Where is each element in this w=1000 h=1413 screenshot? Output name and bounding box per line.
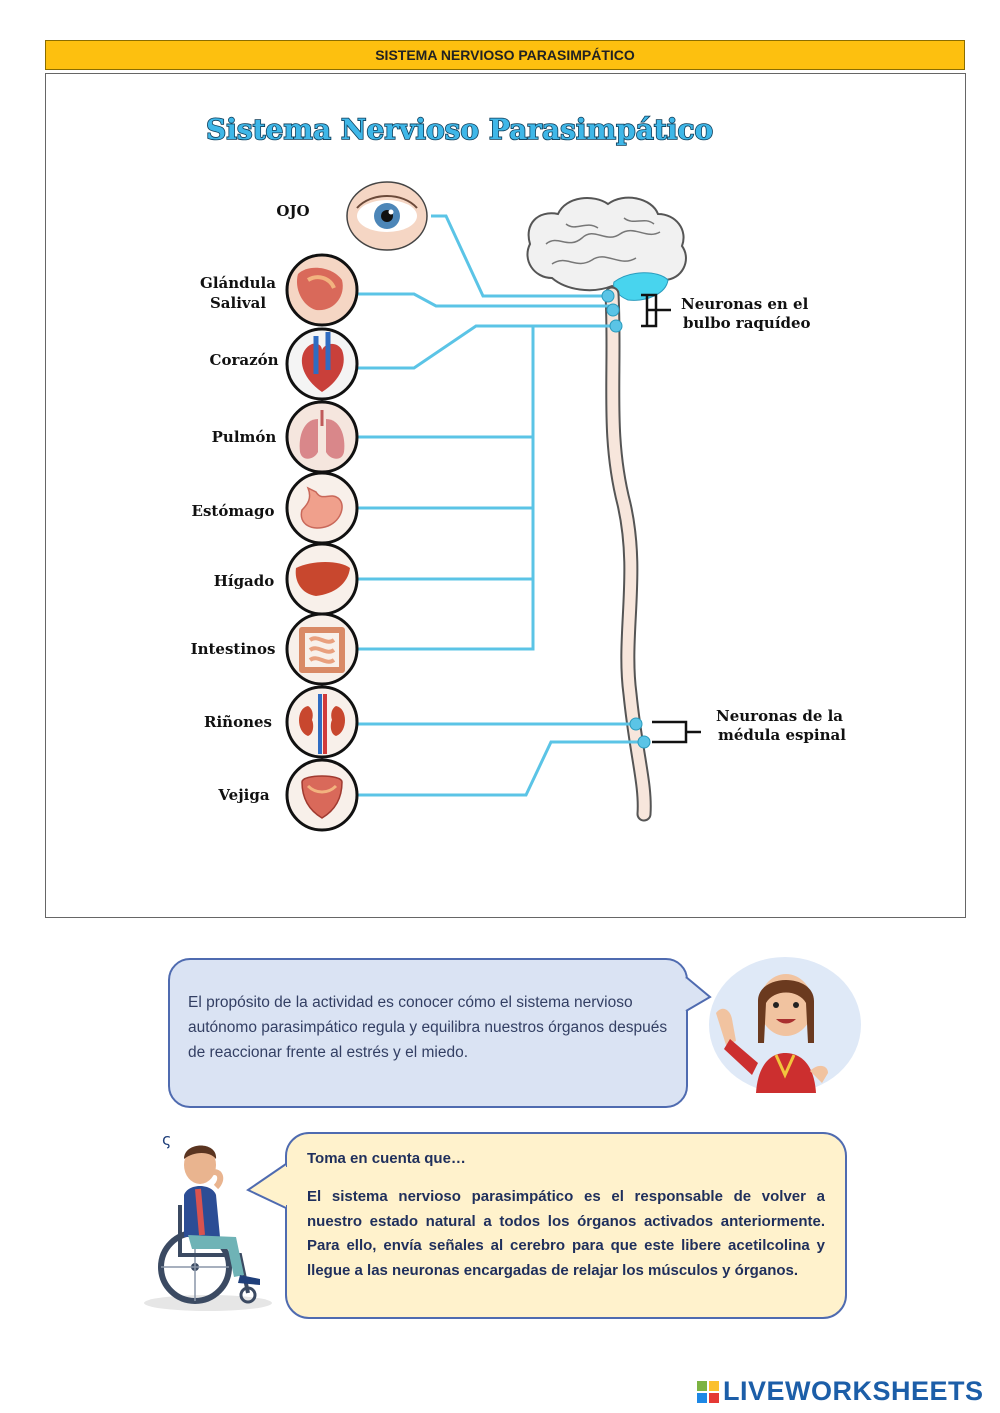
intestines-icon: [285, 612, 359, 686]
purpose-text: El propósito de la actividad es conocer …: [188, 994, 668, 1061]
organ-label-higado: Hígado: [214, 572, 275, 590]
organ-label-rinones: Riñones: [204, 713, 272, 731]
organ-label-ojo: OJO: [276, 202, 309, 220]
organ-label-intestinos: Intestinos: [191, 640, 276, 658]
bracket-bulbo: [641, 293, 671, 328]
neurons-bulbo-line1: Neuronas en el: [681, 295, 809, 313]
organ-label-glandula-line2: Salival: [210, 294, 266, 312]
header-title: SISTEMA NERVIOSO PARASIMPÁTICO: [375, 47, 635, 63]
note-speech-bubble: [285, 1132, 847, 1319]
liveworksheets-logo-icon: [697, 1380, 719, 1403]
bracket-medula: [652, 720, 701, 744]
nerve-lines: [358, 214, 641, 797]
neurons-medula-line2: médula espinal: [718, 726, 846, 744]
lung-icon: [285, 400, 359, 474]
note-text: El sistema nervioso parasimpático es el …: [307, 1188, 825, 1279]
brain-icon: [526, 196, 687, 301]
note-bubble-tail: [246, 1163, 288, 1209]
liveworksheets-logo: LIVEWORKSHEETS: [697, 1376, 984, 1407]
heart-icon: [285, 327, 359, 401]
purpose-bubble-tail: [684, 976, 712, 1012]
eye-icon: [346, 181, 428, 251]
diagram-title: Sistema Nervioso Parasimpático: [206, 113, 713, 146]
organ-label-glandula-line1: Glándula: [200, 274, 276, 292]
note-title: Toma en cuenta que…: [307, 1150, 466, 1167]
nervous-system-diagram: Sistema Nervioso Parasimpático: [191, 112, 846, 832]
neurons-bulbo-line2: bulbo raquídeo: [683, 314, 811, 332]
organ-label-pulmon: Pulmón: [212, 428, 277, 446]
page-header: SISTEMA NERVIOSO PARASIMPÁTICO: [45, 40, 965, 70]
liver-icon: [285, 542, 359, 616]
diagram-frame: Sistema Nervioso Parasimpático: [45, 73, 966, 918]
girl-avatar: [709, 957, 861, 1093]
organ-label-vejiga: Vejiga: [217, 786, 269, 804]
organ-label-estomago: Estómago: [192, 502, 275, 520]
svg-text:ς: ς: [162, 1130, 171, 1149]
bladder-icon: [285, 758, 359, 832]
boy-wheelchair-illustration: ς: [144, 1130, 272, 1311]
neuron-nodes: [601, 289, 651, 749]
stomach-icon: [285, 471, 359, 545]
purpose-speech-bubble: [168, 958, 688, 1108]
neurons-medula-line1: Neuronas de la: [716, 707, 843, 725]
salivary-gland-icon: [285, 253, 359, 327]
organ-label-corazon: Corazón: [210, 351, 279, 369]
logo-text: LIVEWORKSHEETS: [723, 1376, 984, 1406]
kidneys-icon: [285, 685, 359, 759]
